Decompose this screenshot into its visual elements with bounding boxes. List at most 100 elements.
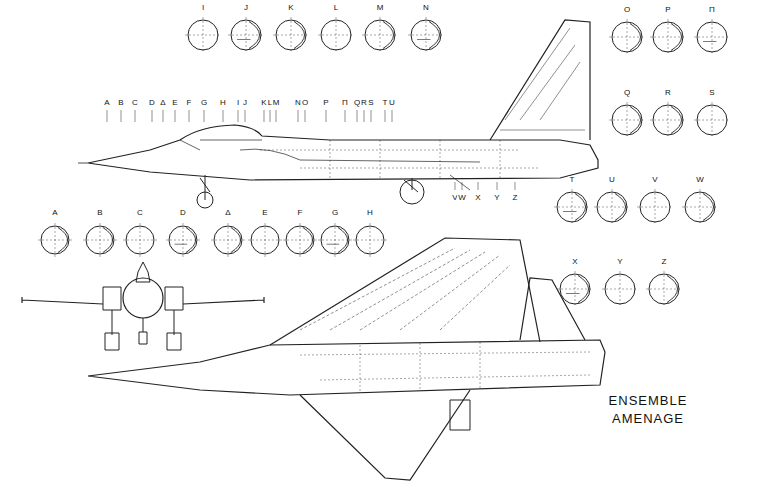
intake-section bbox=[294, 22, 305, 49]
center-lines bbox=[694, 19, 730, 55]
station-tick bbox=[392, 110, 393, 122]
station-tick bbox=[515, 182, 516, 190]
section-letter: F bbox=[297, 209, 304, 217]
floor-line bbox=[175, 244, 188, 245]
nose-wheel bbox=[197, 192, 213, 208]
section-letter: S bbox=[708, 89, 715, 97]
center-lines bbox=[123, 223, 157, 257]
section-letter: H bbox=[366, 209, 374, 217]
section-letter: F bbox=[186, 99, 193, 107]
section-letter: G bbox=[331, 209, 339, 217]
intake-section bbox=[630, 24, 641, 51]
intake-section bbox=[249, 22, 260, 49]
floor-line bbox=[417, 39, 431, 40]
center-lines bbox=[83, 223, 117, 257]
section-letter: Π bbox=[708, 6, 716, 14]
intake-section bbox=[671, 24, 682, 51]
leader-line bbox=[450, 175, 470, 190]
fin-structure bbox=[500, 28, 585, 130]
center-lines bbox=[166, 223, 200, 257]
section-letter: B bbox=[96, 209, 103, 217]
section-letter: U bbox=[388, 99, 396, 107]
section-letter: Q bbox=[623, 89, 631, 97]
section-letter: Δ bbox=[224, 209, 231, 217]
section-letter: C bbox=[136, 209, 144, 217]
station-tick bbox=[152, 110, 153, 122]
section-letter: U bbox=[608, 176, 616, 184]
intake-section bbox=[667, 276, 678, 303]
center-lines bbox=[594, 189, 630, 225]
station-tick bbox=[305, 110, 306, 122]
station-tick bbox=[497, 182, 498, 190]
section-letter: E bbox=[261, 209, 268, 217]
station-tick bbox=[364, 110, 365, 122]
floor-line bbox=[703, 41, 717, 42]
center-lines bbox=[646, 271, 682, 307]
front-intakes bbox=[103, 287, 183, 310]
center-lines bbox=[185, 17, 221, 53]
section-letter: K bbox=[287, 4, 294, 12]
section-letter: N bbox=[422, 4, 430, 12]
lower-wing bbox=[300, 390, 470, 480]
section-letter: D bbox=[179, 209, 187, 217]
tail-fin bbox=[490, 20, 590, 140]
section-letter: Y bbox=[493, 194, 500, 202]
station-tick bbox=[223, 110, 224, 122]
front-wheels bbox=[105, 332, 181, 350]
station-tick bbox=[245, 110, 246, 122]
station-tick bbox=[135, 110, 136, 122]
station-tick bbox=[264, 110, 265, 122]
fuselage-plan bbox=[88, 340, 605, 395]
station-tick bbox=[478, 182, 479, 190]
station-tick bbox=[298, 110, 299, 122]
section-letter: W bbox=[457, 194, 467, 202]
center-lines bbox=[408, 17, 444, 53]
station-tick bbox=[121, 110, 122, 122]
station-tick bbox=[455, 182, 456, 190]
section-letter: C bbox=[131, 99, 139, 107]
center-lines bbox=[650, 102, 686, 138]
intake-section bbox=[186, 227, 196, 252]
station-tick bbox=[204, 110, 205, 122]
intake-section bbox=[58, 227, 68, 252]
upper-tailplane bbox=[520, 278, 585, 340]
center-lines bbox=[283, 223, 317, 257]
station-tick bbox=[357, 110, 358, 122]
station-tick bbox=[345, 110, 346, 122]
floor-line bbox=[566, 293, 580, 294]
center-lines bbox=[694, 102, 730, 138]
section-letter: Z bbox=[661, 258, 668, 266]
nose-gear bbox=[200, 175, 210, 200]
section-letter: E bbox=[171, 99, 178, 107]
station-tick bbox=[189, 110, 190, 122]
center-lines bbox=[273, 17, 309, 53]
section-letter: R bbox=[664, 89, 672, 97]
intake-section bbox=[575, 194, 586, 221]
center-lines bbox=[353, 223, 387, 257]
section-letter: O bbox=[301, 99, 309, 107]
center-lines bbox=[602, 271, 638, 307]
section-letter: A bbox=[51, 209, 58, 217]
floor-line bbox=[327, 244, 340, 245]
station-tick bbox=[238, 110, 239, 122]
main-wheel bbox=[400, 180, 424, 204]
section-letter: I bbox=[201, 4, 205, 12]
section-letter: X bbox=[571, 258, 578, 266]
pod bbox=[450, 400, 470, 430]
intake-section bbox=[338, 227, 348, 252]
intake-section bbox=[303, 227, 313, 252]
section-letter: J bbox=[242, 99, 248, 107]
wing-ribs bbox=[300, 248, 510, 330]
intake-line bbox=[180, 140, 480, 162]
front-fuselage bbox=[123, 278, 163, 318]
station-tick bbox=[107, 110, 108, 122]
station-tick bbox=[276, 110, 277, 122]
section-letter: H bbox=[219, 99, 227, 107]
section-letter: Δ bbox=[159, 99, 166, 107]
section-letter: Z bbox=[512, 194, 519, 202]
intake-section bbox=[231, 227, 241, 252]
section-letter: A bbox=[103, 99, 110, 107]
center-lines bbox=[318, 17, 354, 53]
fuselage-side bbox=[88, 125, 598, 180]
station-tick bbox=[371, 110, 372, 122]
